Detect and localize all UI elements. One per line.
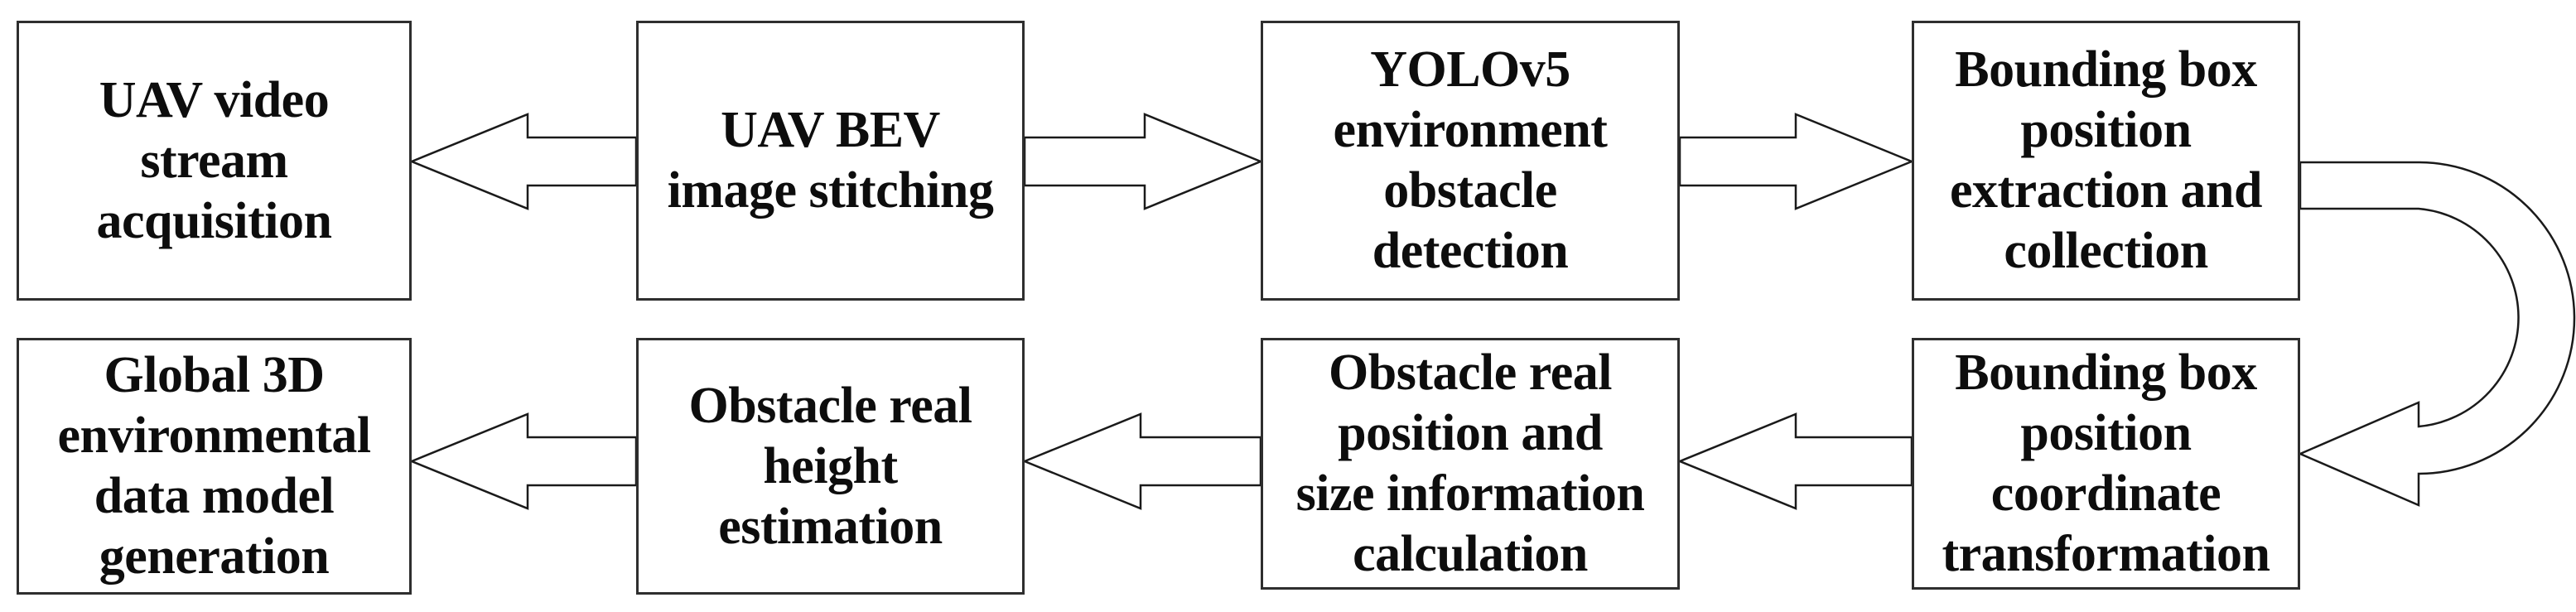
- arrow-n3-to-n4: [1678, 113, 1915, 210]
- box-bounding-box-position-coordinate-transformation: Bounding box position coordinate transfo…: [1912, 338, 2300, 590]
- arrow-n2-to-n1: [408, 113, 638, 210]
- arrow-n2-to-n3: [1023, 113, 1264, 210]
- box-obstacle-real-height-estimation: Obstacle real height estimation: [636, 338, 1025, 595]
- arrow-n7-to-n6: [1021, 412, 1262, 510]
- box-yolov5-environment-obstacle-detection: YOLOv5 environment obstacle detection: [1261, 21, 1680, 301]
- box-global-3d-environmental-data-model-generation: Global 3D environmental data model gener…: [17, 338, 412, 595]
- arrow-n8-to-n7: [1676, 412, 1913, 510]
- box-bounding-box-position-extraction-and-collection: Bounding box position extraction and col…: [1912, 21, 2300, 301]
- arrow-n6-to-n5: [408, 412, 638, 510]
- box-uav-bev-image-stitching: UAV BEV image stitching: [636, 21, 1025, 301]
- arrow-n4-to-n8-u-turn: [2297, 161, 2576, 507]
- box-obstacle-real-position-and-size-information-calculation: Obstacle real position and size informat…: [1261, 338, 1680, 590]
- box-uav-video-stream-acquisition: UAV video stream acquisition: [17, 21, 412, 301]
